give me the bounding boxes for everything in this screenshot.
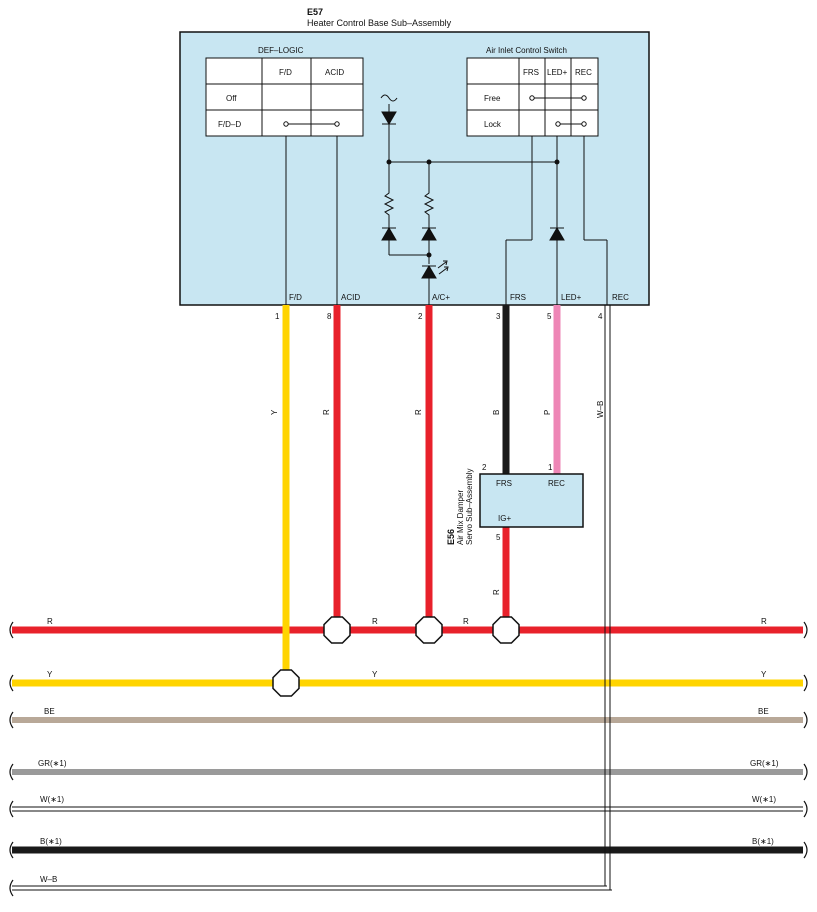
servo-pin-5: 5 [496, 533, 501, 542]
def-logic-row-fdd: F/D–D [218, 120, 241, 129]
bus-label-b-left: B(∗1) [40, 837, 62, 846]
air-inlet-row-free: Free [484, 94, 501, 103]
splice-points [272, 616, 520, 697]
bus-label-be-right: BE [758, 707, 769, 716]
air-inlet-col-frs: FRS [523, 68, 539, 77]
bus-label-r-right: R [761, 617, 767, 626]
servo-name-1: Air Mix Damper [456, 490, 465, 545]
servo-box [479, 473, 584, 528]
pin-1: 1 [275, 312, 280, 321]
air-inlet-row-lock: Lock [484, 120, 502, 129]
def-logic-row-off: Off [226, 94, 237, 103]
bus-label-r-mid1: R [372, 617, 378, 626]
led-light-icon [437, 260, 449, 275]
bus-label-y-right: Y [761, 670, 767, 679]
wire-label-b: B [492, 410, 501, 415]
bus-label-b-right: B(∗1) [752, 837, 774, 846]
servo-pin-1: 1 [548, 463, 553, 472]
wire-label-p: P [543, 410, 552, 415]
internal-wiring [285, 94, 608, 305]
junction-dots [386, 159, 560, 258]
e57-code: E57 [307, 7, 323, 17]
wire-break-marks [9, 621, 808, 897]
wire-label-r-acid: R [322, 409, 331, 415]
term-label-rec: REC [612, 293, 629, 302]
servo-pin-2: 2 [482, 463, 487, 472]
air-inlet-col-led: LED+ [547, 68, 568, 77]
pin-8: 8 [327, 312, 332, 321]
vertical-wires [282, 305, 611, 890]
bus-label-r-left: R [47, 617, 53, 626]
bus-label-gr-right: GR(∗1) [750, 759, 779, 768]
air-inlet-title: Air Inlet Control Switch [486, 46, 567, 55]
bus-label-r-mid2: R [463, 617, 469, 626]
servo-name-2: Servo Sub–Assembly [465, 469, 474, 545]
e57-name: Heater Control Base Sub–Assembly [307, 18, 452, 28]
def-logic-table: DEF–LOGIC F/D ACID Off F/D–D [205, 46, 364, 137]
def-logic-col-fd: F/D [279, 68, 292, 77]
diode-icons [381, 111, 565, 279]
air-inlet-table: Air Inlet Control Switch FRS LED+ REC Fr… [466, 46, 599, 137]
term-label-fd: F/D [289, 293, 302, 302]
bus-label-y-left: Y [47, 670, 53, 679]
pin-5: 5 [547, 312, 552, 321]
bus-label-w-right: W(∗1) [752, 795, 776, 804]
servo-label-frs: FRS [496, 479, 512, 488]
wire-label-wb: W–B [596, 401, 605, 418]
bus-label-gr-left: GR(∗1) [38, 759, 67, 768]
bus-label-w-left: W(∗1) [40, 795, 64, 804]
pin-4: 4 [598, 312, 603, 321]
term-label-led: LED+ [561, 293, 582, 302]
term-label-ac: A/C+ [432, 293, 450, 302]
servo-label-rec: REC [548, 479, 565, 488]
pin-3: 3 [496, 312, 501, 321]
wire-label-r-ac: R [414, 409, 423, 415]
wire-label-r-ig: R [492, 589, 501, 595]
term-label-acid: ACID [341, 293, 360, 302]
term-label-frs: FRS [510, 293, 526, 302]
def-logic-title: DEF–LOGIC [258, 46, 304, 55]
pin-2: 2 [418, 312, 423, 321]
air-inlet-col-rec: REC [575, 68, 592, 77]
def-logic-col-acid: ACID [325, 68, 344, 77]
servo-label-ig: IG+ [498, 514, 511, 523]
bus-label-wb-left: W–B [40, 875, 57, 884]
bus-wires [12, 626, 803, 891]
splice-octagon [323, 616, 351, 644]
servo-code: E56 [446, 529, 456, 545]
wire-label-y: Y [270, 409, 279, 415]
bus-label-be-left: BE [44, 707, 55, 716]
bus-label-y-mid: Y [372, 670, 378, 679]
splice-octagon [272, 669, 300, 697]
splice-octagon [415, 616, 443, 644]
splice-octagon [492, 616, 520, 644]
